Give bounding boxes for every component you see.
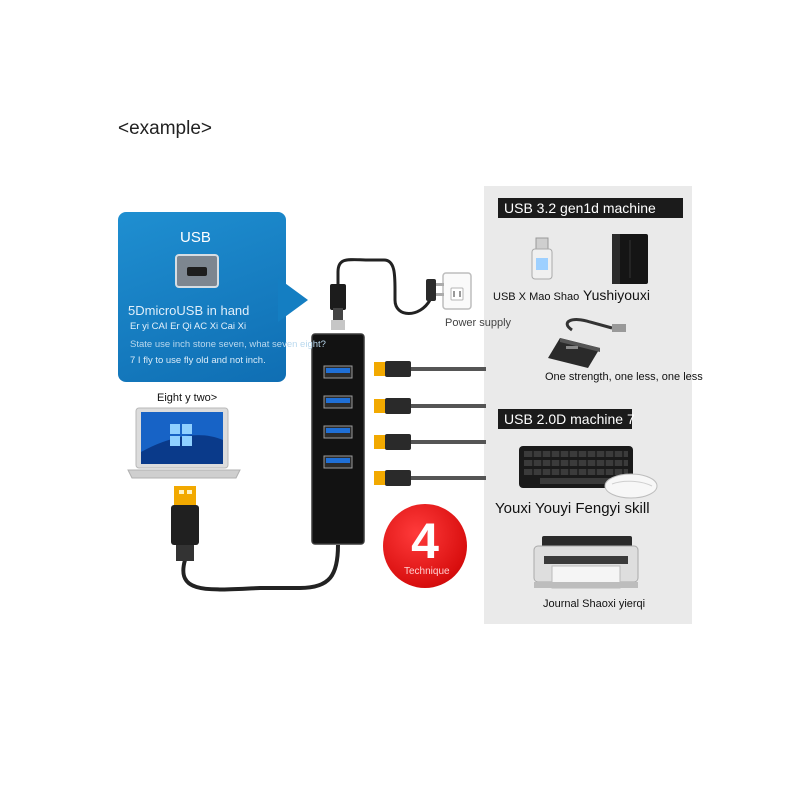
laptop-usb-plug-icon <box>171 486 199 561</box>
card-reader-label: One strength, one less, one less <box>545 371 703 383</box>
output-cable-4 <box>374 470 486 486</box>
hard-drive-icon <box>612 234 648 284</box>
callout-heading: 5DmicroUSB in hand <box>128 303 250 318</box>
port-count-badge <box>383 504 467 588</box>
flash-drive-label: USB X Mao Shao <box>493 291 580 303</box>
callout-tail <box>278 278 308 322</box>
output-cable-1 <box>374 361 486 377</box>
output-cable-3 <box>374 434 486 450</box>
laptop-label: Eight y two> <box>157 392 218 404</box>
callout-title: USB <box>180 229 211 246</box>
hub-port-3 <box>323 425 353 439</box>
printer-icon <box>533 536 639 589</box>
callout-line-1: Er yi CAI Er Qi AC Xi Cai Xi <box>130 321 247 332</box>
hub-port-2 <box>323 395 353 409</box>
power-plug-icon <box>330 284 346 330</box>
hub-port-1 <box>323 365 353 379</box>
keyboard-icon <box>519 446 633 488</box>
micro-usb-port-icon <box>175 254 219 288</box>
flash-drive-icon <box>531 237 553 280</box>
hub-ports <box>323 365 353 469</box>
usb-callout <box>118 212 286 382</box>
power-cable <box>336 258 434 315</box>
callout-line-3: 7 I fly to use fly old and not inch. <box>130 355 266 366</box>
output-cable-2 <box>374 398 486 414</box>
printer-label: Journal Shaoxi yierqi <box>543 598 646 610</box>
badge-label: Technique <box>404 566 450 577</box>
hard-drive-label: Yushiyouxi <box>583 287 650 303</box>
usb-hub-body <box>311 333 365 545</box>
power-supply-label: Power supply <box>445 317 512 329</box>
laptop-cable <box>181 544 340 592</box>
port-count-number: 4 <box>411 513 439 569</box>
usb20-section-header: USB 2.0D machine 7 <box>498 409 635 429</box>
laptop-icon <box>127 407 241 479</box>
usb32-section-header: USB 3.2 gen1d machine <box>498 198 683 218</box>
example-label: <example> <box>118 118 213 139</box>
hub-port-4 <box>323 455 353 469</box>
output-cables <box>374 361 486 486</box>
keyboard-mouse-label: Youxi Youyi Fengyi skill <box>495 500 650 517</box>
wall-outlet-icon <box>426 272 472 310</box>
mouse-icon <box>604 473 658 499</box>
card-reader-icon <box>548 318 626 368</box>
callout-line-2: State use inch stone seven, what seven e… <box>130 339 326 350</box>
